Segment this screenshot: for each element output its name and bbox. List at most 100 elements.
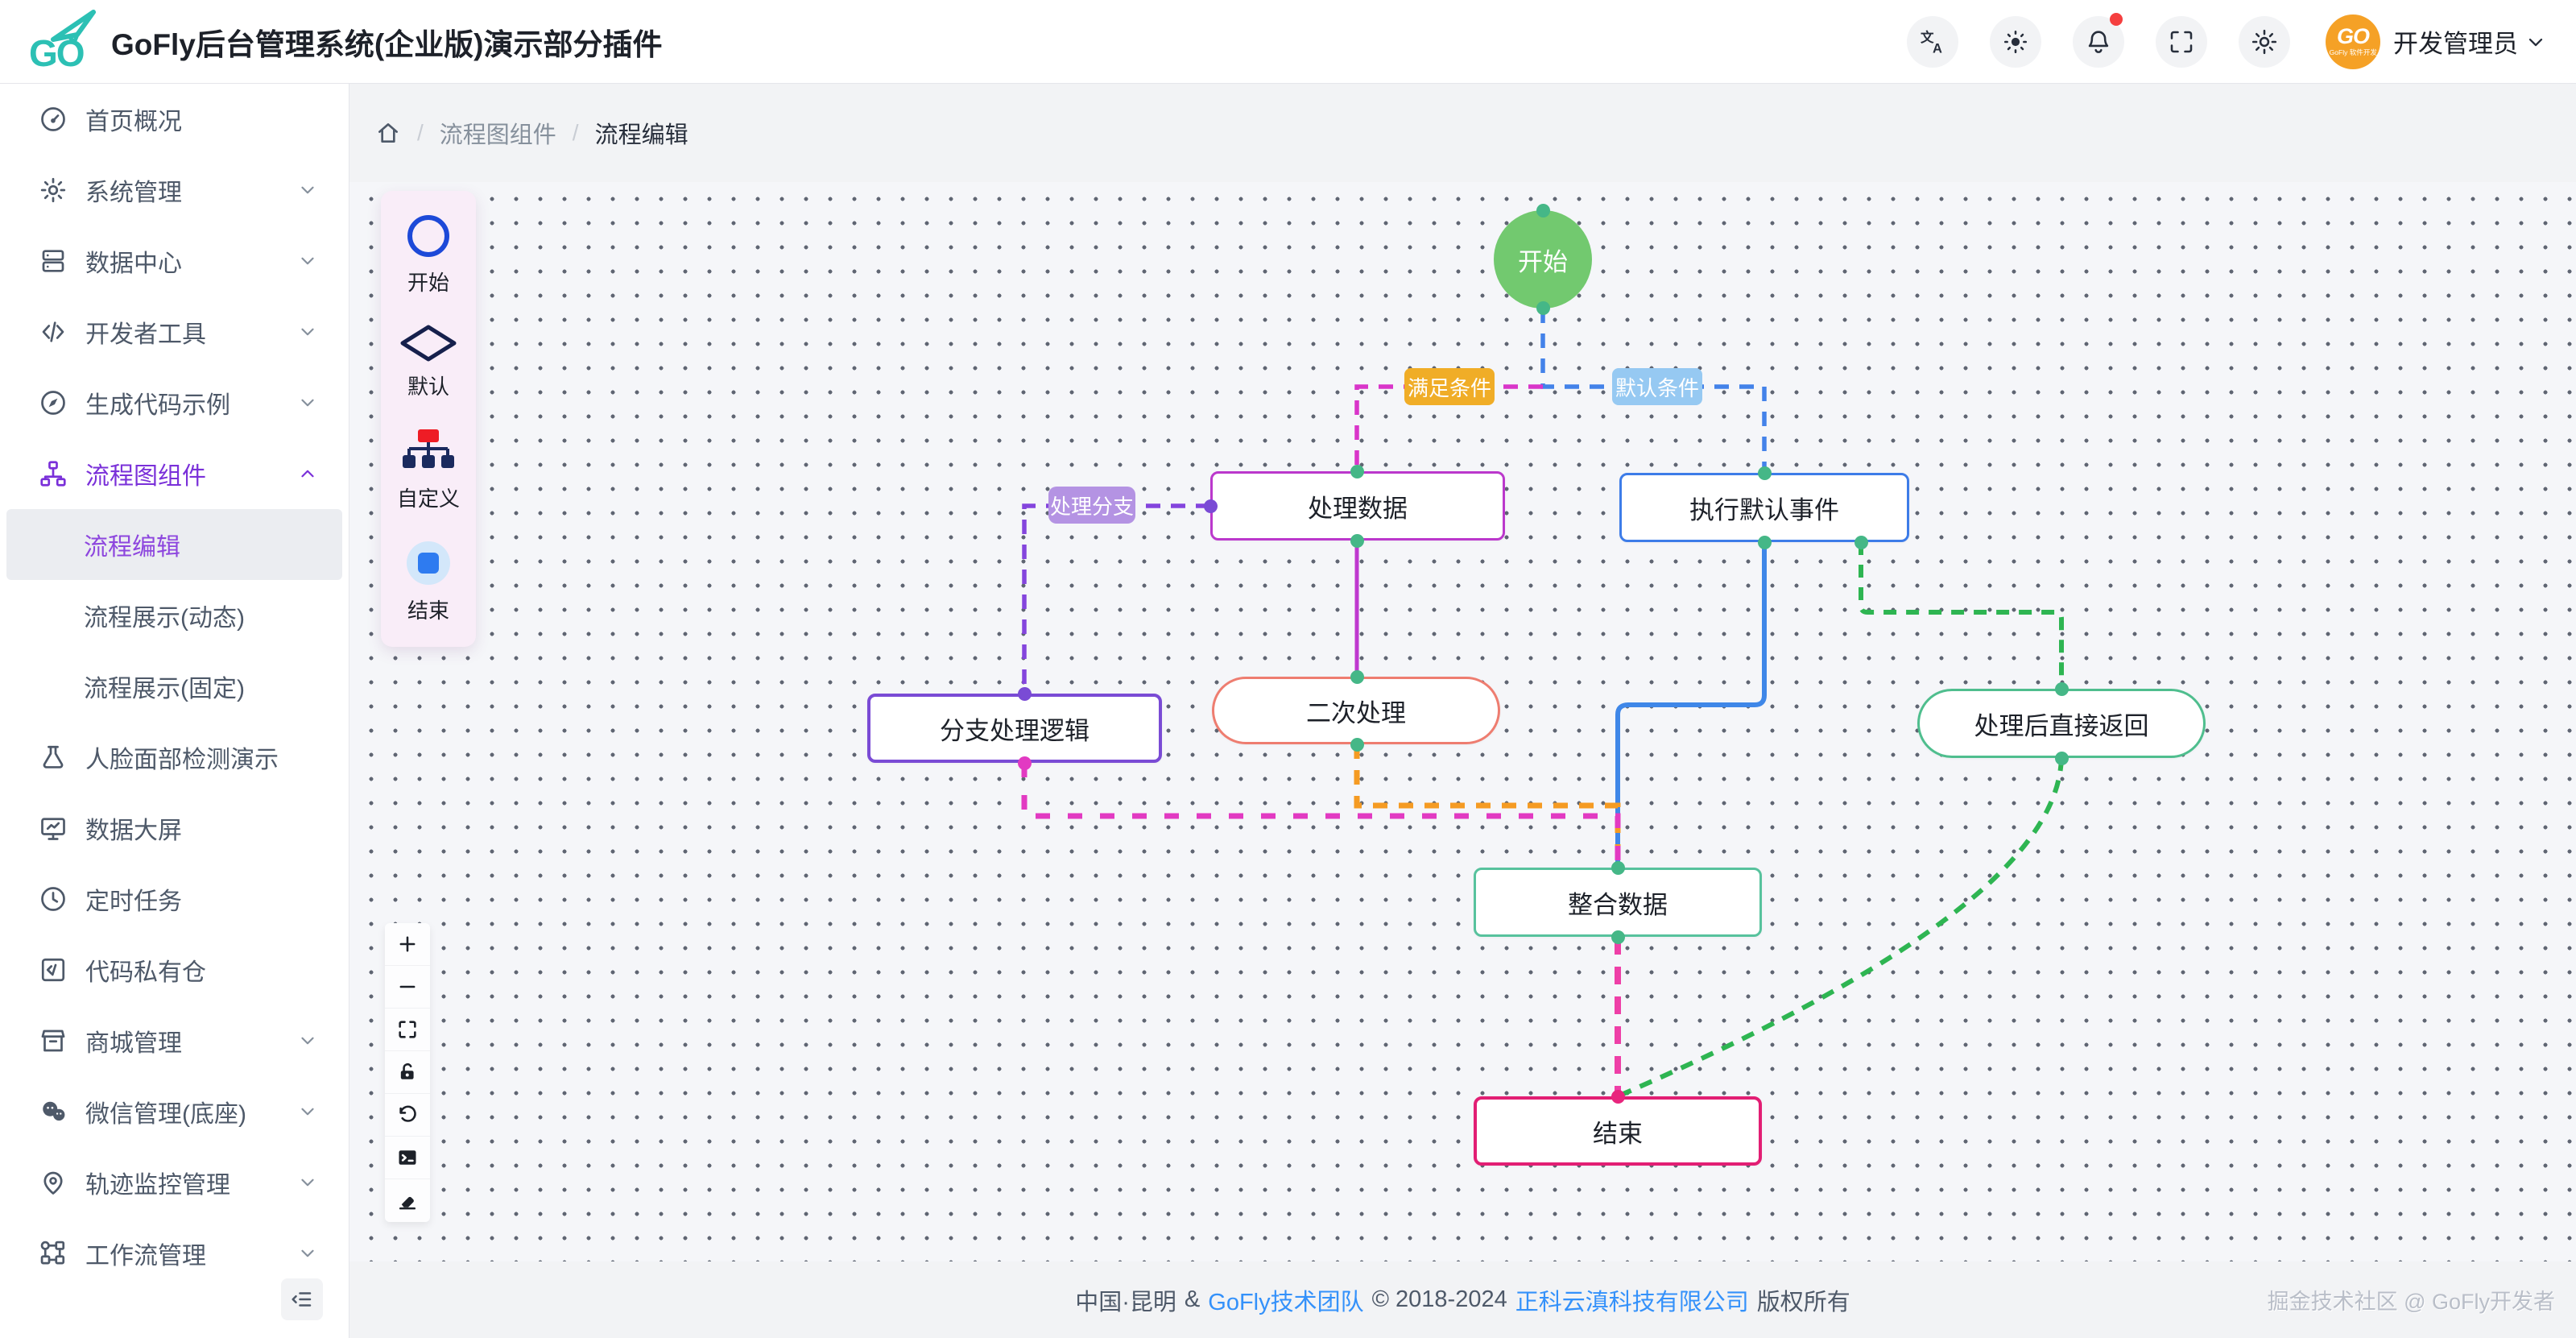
anchor-dot[interactable] — [1611, 1090, 1625, 1104]
footer-team-link[interactable]: GoFly技术团队 — [1208, 1289, 1364, 1315]
flow-node-end[interactable]: 结束 — [1474, 1096, 1762, 1166]
translate-button[interactable]: 文 A — [1907, 15, 1958, 68]
edge-label-condition-met[interactable]: 满足条件 — [1404, 368, 1495, 405]
undo-button[interactable] — [385, 1094, 430, 1137]
settings-gear-icon — [2251, 29, 2277, 54]
svg-text:A: A — [1933, 41, 1942, 56]
sidebar-item-workflow[interactable]: 工作流管理 — [0, 1218, 349, 1289]
home-icon[interactable] — [375, 120, 401, 146]
sidebar-item-cron[interactable]: 定时任务 — [0, 864, 349, 934]
anchor-dot[interactable] — [2055, 682, 2069, 696]
sidebar-item-track-monitor[interactable]: 轨迹监控管理 — [0, 1147, 349, 1218]
sidebar-item-codegen[interactable]: 生成代码示例 — [0, 367, 349, 438]
sidebar-item-data-center[interactable]: 数据中心 — [0, 226, 349, 296]
anchor-dot[interactable] — [1018, 756, 1032, 770]
anchor-dot[interactable] — [1018, 687, 1032, 701]
translate-icon: 文 A — [1921, 29, 1942, 56]
anchor-dot[interactable] — [1350, 465, 1364, 478]
sidebar-item-flow-edit[interactable]: 流程编辑 — [6, 509, 342, 580]
footer-copyright: © 2018-2024 — [1371, 1286, 1507, 1312]
chevron-up-icon — [297, 463, 318, 484]
wechat-icon — [39, 1097, 68, 1126]
chevron-down-icon[interactable] — [2524, 31, 2547, 53]
sidebar-item-label: 首页概况 — [85, 109, 182, 135]
custom-tree-icon — [402, 429, 454, 468]
console-button[interactable] — [385, 1137, 430, 1179]
anchor-dot[interactable] — [1611, 930, 1625, 944]
flow-node-branch-logic[interactable]: 分支处理逻辑 — [867, 694, 1162, 763]
palette-item-custom[interactable]: 自定义 — [397, 428, 460, 512]
anchor-dot[interactable] — [1350, 670, 1364, 684]
user-name[interactable]: 开发管理员 — [2393, 30, 2518, 58]
palette-item-label: 自定义 — [396, 487, 460, 511]
server-icon — [39, 246, 68, 275]
anchor-dot[interactable] — [1758, 466, 1772, 480]
footer-company-link[interactable]: 正科云滇科技有限公司 — [1515, 1289, 1749, 1315]
anchor-dot[interactable] — [1758, 536, 1772, 549]
edge-label-default-condition[interactable]: 默认条件 — [1612, 368, 1702, 405]
canvas-toolbar — [385, 923, 430, 1222]
sidebar-item-home[interactable]: 首页概况 — [0, 84, 349, 155]
flow-node-start[interactable]: 开始 — [1494, 210, 1592, 309]
flow-node-return-direct[interactable]: 处理后直接返回 — [1917, 689, 2206, 758]
footer-rights: 版权所有 — [1756, 1289, 1850, 1315]
node-label: 整合数据 — [1568, 890, 1668, 919]
sidebar-item-system[interactable]: 系统管理 — [0, 155, 349, 226]
anchor-dot[interactable] — [1611, 861, 1625, 875]
node-label: 开始 — [1518, 247, 1568, 276]
sidebar-item-dev-tools[interactable]: 开发者工具 — [0, 296, 349, 367]
sidebar-item-label: 代码私有仓 — [85, 959, 206, 986]
zoom-out-icon — [399, 985, 416, 988]
flask-icon — [39, 743, 68, 772]
fullscreen-button[interactable] — [2156, 15, 2207, 68]
anchor-dot[interactable] — [1350, 534, 1364, 548]
flow-node-exec-default-event[interactable]: 执行默认事件 — [1619, 473, 1909, 542]
sidebar-item-flow-show-fixed[interactable]: 流程展示(固定) — [0, 651, 349, 722]
chevron-down-icon — [297, 1030, 318, 1051]
zoom-in-button[interactable] — [385, 923, 430, 966]
gear-icon — [39, 176, 68, 205]
sidebar-collapse-button[interactable] — [281, 1278, 323, 1320]
header: GO GoFly后台管理系统(企业版)演示部分插件 文 A — [0, 0, 2576, 84]
map-pin-icon — [39, 1168, 68, 1197]
sidebar-item-wechat[interactable]: 微信管理(底座) — [0, 1076, 349, 1147]
sidebar-item-data-screen[interactable]: 数据大屏 — [0, 793, 349, 864]
edge-label-text: 处理分支 — [1049, 494, 1134, 519]
breadcrumb-item[interactable]: 流程图组件 — [439, 122, 556, 148]
zoom-out-button[interactable] — [385, 966, 430, 1009]
edge-label-branch[interactable]: 处理分支 — [1048, 487, 1135, 524]
gofly-logo[interactable]: GO — [29, 7, 103, 77]
sidebar-item-label: 开发者工具 — [85, 321, 206, 348]
anchor-dot[interactable] — [2055, 752, 2069, 765]
sidebar-item-flow-show-dynamic[interactable]: 流程展示(动态) — [0, 580, 349, 651]
flow-node-second-process[interactable]: 二次处理 — [1212, 677, 1500, 744]
anchor-dot[interactable] — [1536, 204, 1550, 217]
theme-button[interactable] — [1990, 15, 2041, 68]
settings-button[interactable] — [2239, 15, 2290, 68]
palette-item-end[interactable]: 结束 — [405, 540, 452, 624]
anchor-dot[interactable] — [1350, 738, 1364, 752]
sidebar-item-face-detect[interactable]: 人脸面部检测演示 — [0, 722, 349, 793]
palette-item-label: 开始 — [407, 271, 449, 295]
sidebar-item-mall[interactable]: 商城管理 — [0, 1005, 349, 1076]
flow-node-process-data[interactable]: 处理数据 — [1210, 471, 1505, 541]
eraser-button[interactable] — [385, 1179, 430, 1222]
palette-item-default[interactable]: 默认 — [399, 324, 457, 400]
user-avatar[interactable]: GO GoFly 软件开发 — [2326, 14, 2380, 69]
sidebar-item-label: 系统管理 — [85, 180, 182, 206]
breadcrumb-separator: / — [572, 120, 579, 145]
palette-item-start[interactable]: 开始 — [406, 213, 451, 296]
sidebar-item-label: 流程编辑 — [84, 534, 180, 561]
sidebar-item-code-repo[interactable]: 代码私有仓 — [0, 934, 349, 1005]
fit-view-button[interactable] — [385, 1009, 430, 1051]
anchor-dot[interactable] — [1204, 499, 1218, 513]
lock-button[interactable] — [385, 1051, 430, 1094]
flow-node-merge-data[interactable]: 整合数据 — [1474, 868, 1762, 937]
anchor-dot[interactable] — [1854, 536, 1868, 549]
notification-button[interactable] — [2073, 12, 2124, 68]
sidebar-item-label: 流程展示(固定) — [84, 676, 245, 702]
anchor-dot[interactable] — [1536, 301, 1550, 315]
palette-item-label: 结束 — [407, 599, 449, 623]
sidebar-item-flowchart[interactable]: 流程图组件 — [0, 438, 349, 509]
end-square-icon — [407, 541, 450, 585]
